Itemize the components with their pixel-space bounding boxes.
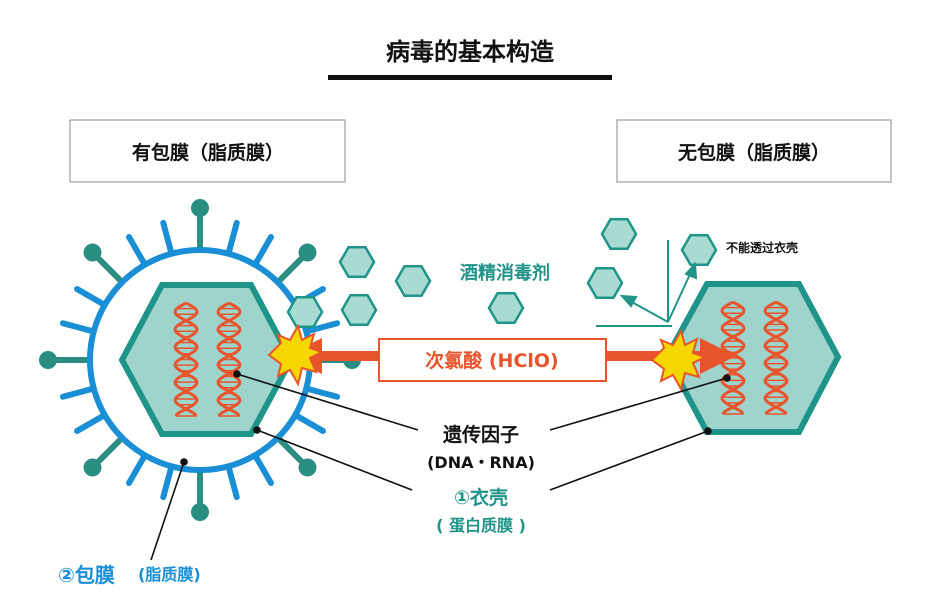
spike-knob bbox=[191, 503, 209, 521]
spike bbox=[74, 412, 108, 434]
dna-strand bbox=[173, 301, 199, 418]
spike bbox=[225, 219, 240, 257]
spike-knob bbox=[298, 243, 317, 262]
spike-knob bbox=[83, 458, 102, 477]
hclo-label: 次氯酸 (HClO) bbox=[425, 349, 559, 372]
alcohol-hexagon bbox=[586, 267, 624, 299]
spike bbox=[59, 320, 97, 335]
spike bbox=[303, 320, 341, 335]
right-panel-label: 无包膜（脂质膜） bbox=[678, 141, 830, 164]
spike bbox=[292, 412, 326, 434]
spike bbox=[160, 463, 175, 501]
left-panel-label: 有包膜（脂质膜） bbox=[132, 141, 284, 164]
title-underline bbox=[328, 75, 612, 80]
right-dna-helices bbox=[720, 300, 789, 416]
left-dna-helices bbox=[173, 301, 242, 418]
dna-strand bbox=[720, 300, 746, 416]
alcohol-hexagon bbox=[600, 218, 638, 250]
spike bbox=[59, 385, 97, 400]
left-impact-burst bbox=[267, 323, 325, 387]
genetic-factor-sub: (DNA・RNA) bbox=[427, 453, 535, 472]
alcohol-hexagon bbox=[340, 294, 378, 326]
spike-knob bbox=[39, 351, 57, 369]
dna-strand bbox=[173, 301, 199, 418]
dna-strand bbox=[763, 300, 789, 416]
spike bbox=[160, 219, 175, 257]
alcohol-hexagon bbox=[487, 292, 525, 324]
alcohol-hexagon bbox=[286, 296, 324, 328]
spike-knob bbox=[298, 458, 317, 477]
page-title: 病毒的基本构造 bbox=[386, 38, 554, 66]
genetic-factor-label: 遗传因子 bbox=[442, 423, 519, 446]
alcohol-hexagon bbox=[680, 234, 718, 266]
envelope-label: ②包膜 bbox=[58, 563, 115, 587]
capsid-label: ①衣壳 bbox=[454, 486, 508, 509]
right-panel-box bbox=[616, 119, 892, 183]
spike bbox=[225, 463, 240, 501]
alcohol-hexagon bbox=[394, 265, 432, 297]
cannot-penetrate-label: 不能透过衣壳 bbox=[726, 240, 798, 255]
envelope-sub: (脂质膜) bbox=[138, 565, 201, 584]
dna-strand bbox=[763, 300, 789, 416]
deflection-arrows bbox=[596, 240, 698, 327]
spike-knob bbox=[83, 243, 102, 262]
alcohol-molecules bbox=[286, 218, 718, 328]
spike-knob bbox=[191, 199, 209, 217]
hclo-label-box bbox=[378, 338, 607, 382]
dna-strand bbox=[216, 301, 242, 418]
spike bbox=[252, 452, 274, 486]
right-impact-burst bbox=[650, 328, 708, 392]
spike bbox=[252, 234, 274, 268]
envelope-spikes bbox=[39, 199, 361, 521]
leader-lines bbox=[150, 370, 731, 561]
spike bbox=[126, 452, 148, 486]
left-capsid bbox=[118, 282, 295, 437]
alcohol-hexagon bbox=[338, 246, 376, 278]
capsid-sub: ( 蛋白质膜 ) bbox=[436, 516, 526, 535]
alcohol-label: 酒精消毒剂 bbox=[460, 262, 550, 284]
left-panel-box bbox=[69, 119, 346, 183]
spike bbox=[303, 385, 341, 400]
spike bbox=[74, 286, 108, 308]
dna-strand bbox=[216, 301, 242, 418]
spike bbox=[126, 234, 148, 268]
